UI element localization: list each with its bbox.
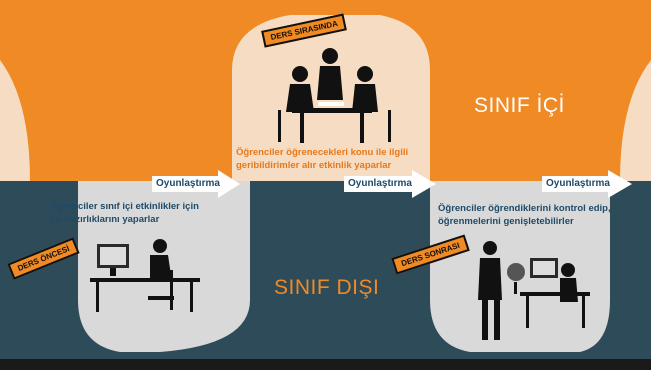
person-at-computer-icon: [90, 239, 200, 312]
group-at-table-icon: [278, 48, 391, 143]
arrow-1-head: [218, 170, 240, 198]
arrow-1-label: Oyunlaştırma: [156, 178, 220, 189]
phase-description-before: Öğrenciler sınıf içi etkinlikler için ön…: [50, 200, 199, 226]
phase-description-during: Öğrenciler öğrenecekleri konu ile ilgili…: [236, 146, 408, 172]
in-class-label: SINIF İÇİ: [474, 94, 565, 117]
learner-with-globe-and-computer-icon: [478, 241, 590, 340]
phase-description-after: Öğrenciler öğrendiklerini kontrol edip, …: [438, 202, 611, 228]
arrow-2-head: [412, 170, 436, 198]
phase-description-before-line1: Öğrenciler sınıf içi etkinlikler için: [50, 201, 199, 212]
oval-right-edge: [620, 60, 651, 181]
arrow-2-label-box: [344, 176, 412, 192]
arrow-3-label-box: [542, 176, 608, 192]
phase-description-during-line1: Öğrenciler öğrenecekleri konu ile ilgili: [236, 147, 409, 158]
phase-description-after-line2: öğrenmelerini genişletebilirler: [438, 216, 574, 227]
phase-description-during-line2: geribildirimler alır etkinlik yaparlar: [236, 160, 392, 171]
arrow-1-label-box: [152, 176, 218, 192]
phase-description-before-line2: ön hazırlıklarını yaparlar: [50, 214, 160, 225]
oval-left-edge: [0, 60, 30, 181]
bottom-border: [0, 359, 651, 370]
arrow-3-label: Oyunlaştırma: [546, 178, 610, 189]
phase-description-after-line1: Öğrenciler öğrendiklerini kontrol edip,: [438, 203, 611, 214]
out-class-label: SINIF DIŞI: [274, 276, 380, 299]
arrow-3-head: [608, 170, 632, 198]
arrow-2-label: Oyunlaştırma: [348, 178, 412, 189]
